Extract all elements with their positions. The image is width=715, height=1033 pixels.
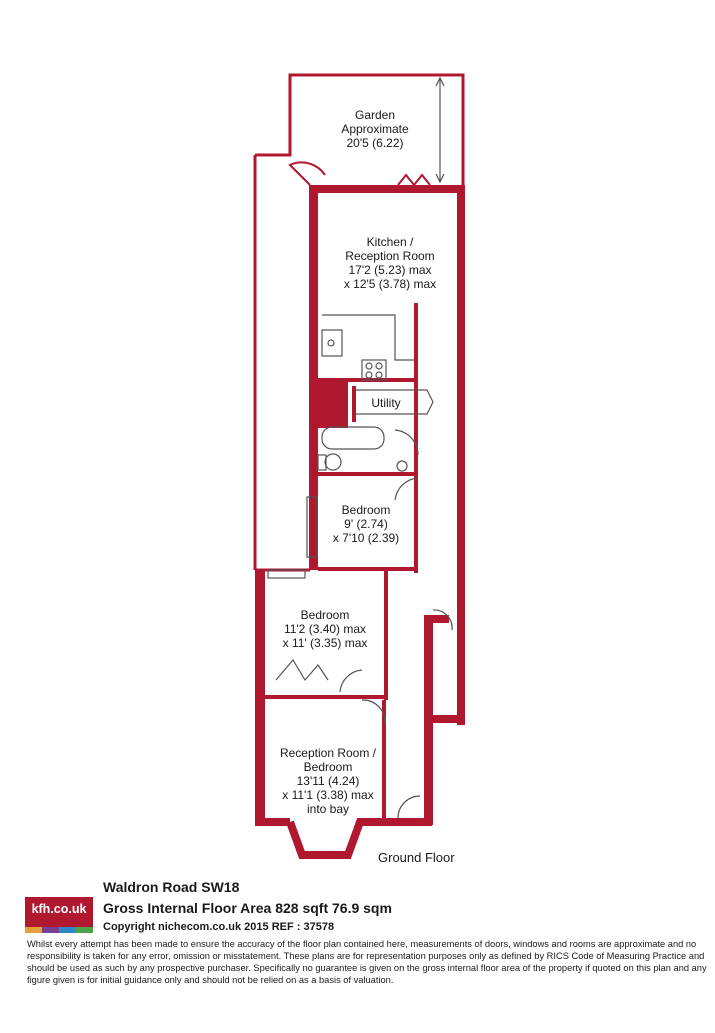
logo-stripe [59, 927, 76, 933]
logo-stripe [76, 927, 93, 933]
reception-name-2: Bedroom [303, 760, 353, 774]
logo-text: kfh.co.uk [31, 902, 87, 916]
kitchen-dimension-width: x 12'5 (3.78) max [343, 277, 437, 291]
reception-dimension-width: x 11'1 (3.38) max [282, 788, 374, 802]
garden-arrow [435, 76, 445, 184]
exterior-walls [255, 185, 465, 826]
fixtures [267, 314, 414, 682]
kitchen-dimension-length: 17'2 (5.23) max [348, 263, 432, 277]
garden-name: Garden [354, 108, 396, 122]
property-address: Waldron Road SW18 [103, 879, 240, 895]
reception-bay-note: into bay [306, 802, 350, 816]
utility-label: Utility [356, 396, 416, 410]
kitchen-label: Kitchen / Reception Room 17'2 (5.23) max… [320, 235, 460, 291]
reception-label: Reception Room / Bedroom 13'11 (4.24) x … [266, 746, 390, 816]
utility-arrow [356, 389, 434, 415]
floor-area: Gross Internal Floor Area 828 sqft 76.9 … [103, 900, 392, 916]
bedroom-large-name: Bedroom [300, 608, 350, 622]
bedroom-small-dimension-width: x 7'10 (2.39) [332, 531, 400, 545]
logo-stripes [25, 927, 93, 933]
garden-label: Garden Approximate 20'5 (6.22) [320, 108, 430, 150]
bedroom-small-dimension-length: 9' (2.74) [344, 517, 388, 531]
garden-door [288, 161, 326, 186]
bay-window [286, 818, 385, 859]
bedroom-small-name: Bedroom [341, 503, 391, 517]
floor-plan [253, 73, 465, 859]
internal-doors [339, 429, 453, 819]
garden-approx: Approximate [341, 122, 409, 136]
floor-label: Ground Floor [378, 850, 455, 865]
kitchen-name: Kitchen / [366, 235, 414, 249]
interior-walls [265, 303, 418, 825]
kfh-logo: kfh.co.uk [25, 897, 93, 933]
garden-dimension: 20'5 (6.22) [346, 136, 404, 150]
kitchen-name-2: Reception Room [345, 249, 435, 263]
reception-dimension-length: 13'11 (4.24) [296, 774, 360, 788]
bedroom-large-dimension-length: 11'2 (3.40) max [283, 622, 367, 636]
reception-name: Reception Room / [279, 746, 377, 760]
utility-name: Utility [371, 396, 401, 410]
copyright: Copyright nichecom.co.uk 2015 REF : 3757… [103, 921, 335, 933]
logo-stripe [42, 927, 59, 933]
bedroom-large-label: Bedroom 11'2 (3.40) max x 11' (3.35) max [266, 608, 384, 650]
bedroom-small-label: Bedroom 9' (2.74) x 7'10 (2.39) [318, 503, 414, 545]
bedroom-large-dimension-width: x 11' (3.35) max [282, 636, 368, 650]
bifold-door [397, 173, 431, 187]
logo-stripe [25, 927, 42, 933]
disclaimer: Whilst every attempt has been made to en… [27, 939, 707, 985]
